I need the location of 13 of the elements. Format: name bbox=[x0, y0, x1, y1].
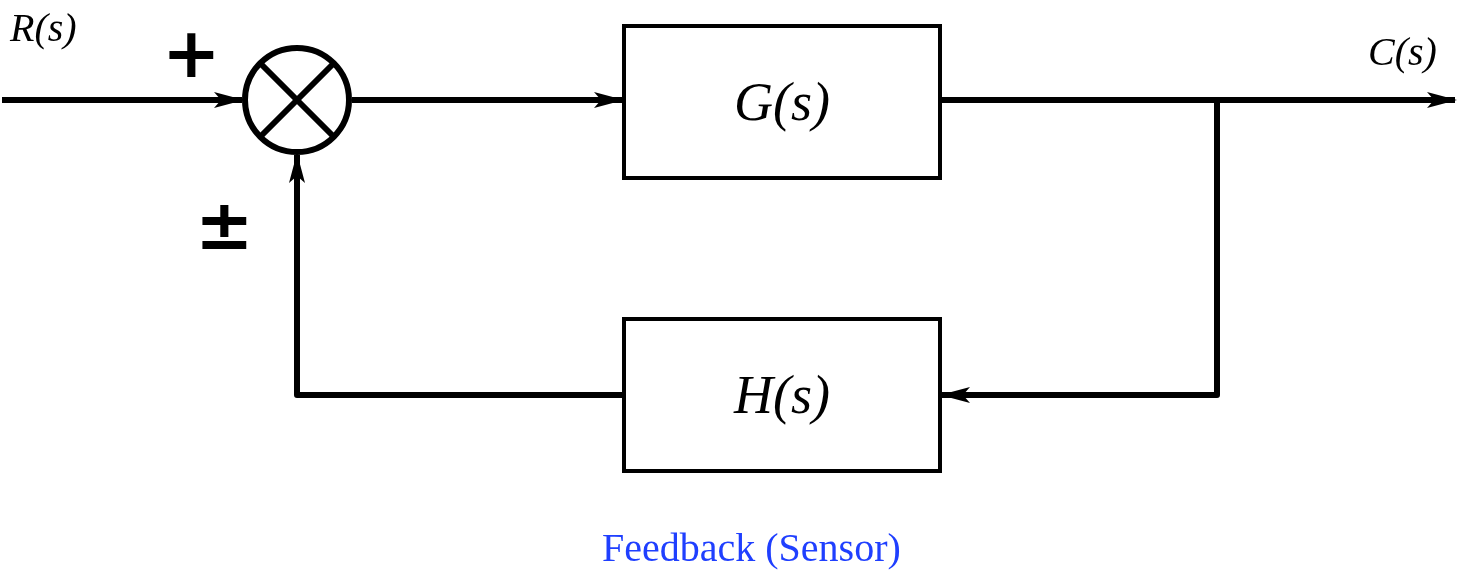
block-caption: Feedback (Sensor) bbox=[602, 528, 901, 568]
sign-label: + bbox=[162, 18, 221, 88]
signal-label: C(s) bbox=[1368, 32, 1437, 72]
block-box bbox=[622, 317, 942, 473]
signal-label: R(s) bbox=[10, 8, 77, 48]
summing-junction-icon bbox=[242, 45, 352, 155]
transfer-function: H(s) bbox=[734, 364, 830, 426]
signal-arrow bbox=[2, 92, 244, 108]
transfer-function: G(s) bbox=[734, 71, 830, 133]
block-box bbox=[622, 24, 942, 180]
signal-arrow bbox=[289, 153, 622, 398]
sign-label: ± bbox=[195, 190, 254, 260]
signal-arrow bbox=[352, 92, 624, 108]
